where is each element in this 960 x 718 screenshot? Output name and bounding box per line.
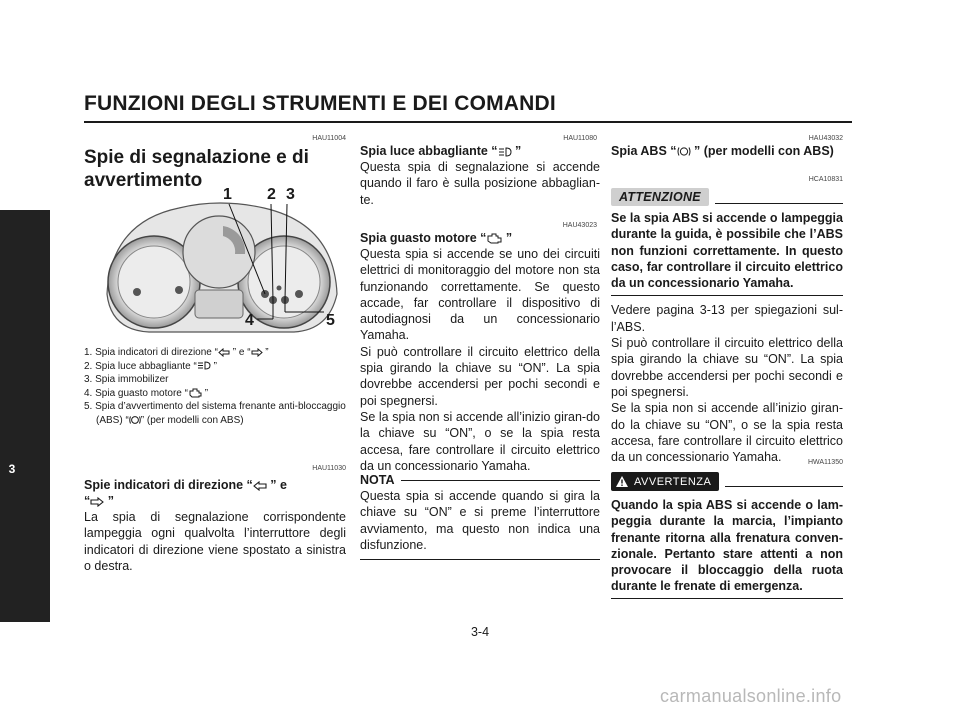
- subsection-heading: Spia ABS “ ” (per modelli con ABS): [611, 144, 834, 158]
- callout-3: 3: [286, 186, 295, 203]
- subsection-heading: Spia luce abbagliante “ ”: [360, 144, 522, 158]
- subsection-heading: Spie indicatori di direzione “ ” e“ ”: [84, 478, 287, 508]
- callout-5: 5: [326, 312, 335, 329]
- header-rule: [84, 121, 852, 123]
- paragraph: Si può controllare il circuito elettrico…: [611, 336, 843, 399]
- paragraph: Si può controllare il circuito elettrico…: [360, 344, 600, 408]
- note-header: NOTA: [360, 472, 600, 488]
- high-beam-icon: [197, 361, 211, 370]
- high-beam-icon: [498, 147, 512, 157]
- list-item: 1. Spia indicatori di direzione “ ” e “ …: [84, 347, 269, 358]
- warning-triangle-icon: [616, 476, 628, 487]
- attention-header: ATTENZIONE: [611, 188, 843, 206]
- section-title: Spie di segnalazione e di avvertimento: [84, 147, 309, 191]
- warning-badge: AVVERTENZA: [611, 472, 720, 491]
- warning-rule: [725, 486, 843, 487]
- attention-text: Se la spia ABS si accende o lampeggia du…: [611, 211, 843, 291]
- callout-1: 1: [223, 186, 232, 203]
- ref-code: HAU43032: [808, 135, 843, 142]
- turn-left-icon: [218, 347, 230, 357]
- dashboard-illustration: 1 2 3 4 5: [99, 182, 344, 342]
- figure-legend: 1. Spia indicatori di direzione “ ” e “ …: [84, 346, 346, 427]
- note-rule: [400, 479, 600, 481]
- ref-code: HAU11080: [563, 135, 597, 142]
- engine-icon: [189, 388, 202, 398]
- ref-code: HAU11004: [312, 135, 346, 142]
- ref-code: HAU43023: [562, 222, 597, 229]
- note-end-rule: [360, 559, 600, 561]
- paragraph: Vedere pagina 3-13 per spiegazioni sul-l…: [611, 303, 843, 334]
- watermark: carmanualsonline.info: [660, 686, 842, 706]
- attention-label: ATTENZIONE: [611, 188, 709, 206]
- chapter-number: 3: [8, 462, 16, 476]
- list-item: 2. Spia luce abbagliante “ ”: [84, 360, 217, 372]
- page-title: FUNZIONI DEGLI STRUMENTI E DEI COMANDI: [84, 92, 556, 115]
- note-label: NOTA: [360, 473, 395, 487]
- list-item: 4. Spia guasto motore “ ”: [84, 387, 209, 399]
- list-item: 5. Spia d’avvertimento del sistema frena…: [84, 401, 346, 426]
- paragraph: Se la spia non si accende all’inizio gir…: [360, 409, 600, 473]
- paragraph: Se la spia non si accende all’inizio gir…: [611, 401, 843, 465]
- list-item: 3. Spia immobilizer: [84, 374, 169, 385]
- turn-right-icon: [90, 496, 105, 507]
- warning-header: AVVERTENZA: [611, 472, 843, 491]
- chapter-tab: 3: [0, 210, 50, 622]
- paragraph: Questa spia si accende se uno dei circui…: [360, 247, 600, 343]
- note-text: Questa spia si accende quando si gira la…: [360, 489, 600, 552]
- callout-2: 2: [267, 186, 276, 203]
- turn-right-icon: [251, 347, 263, 357]
- engine-icon: [487, 233, 502, 244]
- subsection-heading: Spia guasto motore “ ”: [360, 231, 513, 245]
- turn-left-icon: [252, 480, 267, 491]
- warning-label: AVVERTENZA: [634, 475, 712, 488]
- ref-code: HCA10831: [808, 176, 843, 183]
- attention-rule: [714, 202, 843, 204]
- callout-4: 4: [245, 312, 254, 329]
- abs-icon: [129, 415, 141, 424]
- ref-code: HAU11030: [312, 465, 346, 472]
- attention-end-rule: [611, 295, 843, 297]
- warning-text: Quando la spia ABS si accende o lam-pegg…: [611, 498, 843, 594]
- instrument-cluster-drawing: [106, 202, 338, 333]
- warning-end-rule: [611, 597, 843, 599]
- paragraph: Questa spia di segnalazione si accende q…: [360, 160, 600, 207]
- abs-icon: [677, 147, 691, 156]
- paragraph: La spia di segnalazione corrispondente l…: [84, 510, 346, 573]
- page-number: 3-4: [470, 625, 490, 639]
- ref-code: HWA11350: [807, 459, 843, 466]
